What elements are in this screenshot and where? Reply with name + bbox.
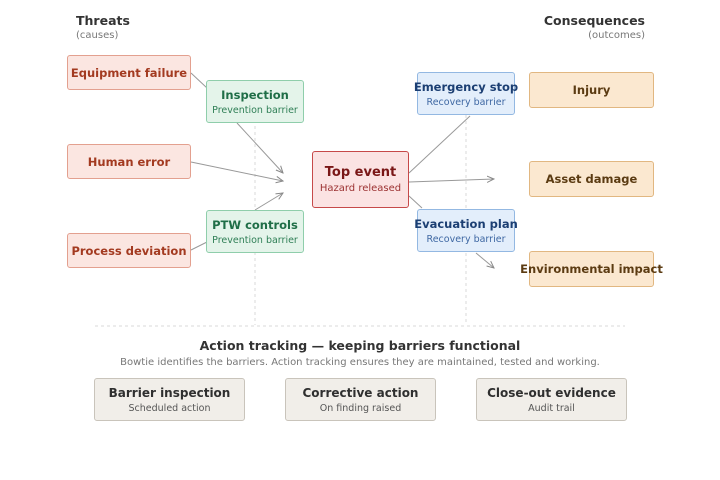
barrier-subtitle: Recovery barrier — [426, 233, 506, 245]
consequence-asset-damage[interactable]: Asset damage — [529, 161, 654, 197]
threat-label: Human error — [87, 154, 171, 169]
action-close-out-evidence[interactable]: Close-out evidence Audit trail — [476, 378, 627, 421]
action-barrier-inspection[interactable]: Barrier inspection Scheduled action — [94, 378, 245, 421]
connector-top-asset — [408, 179, 494, 182]
barrier-inspection[interactable]: Inspection Prevention barrier — [206, 80, 304, 123]
barrier-ptw-controls[interactable]: PTW controls Prevention barrier — [206, 210, 304, 253]
barrier-subtitle: Prevention barrier — [212, 104, 298, 116]
connector-equipment-inspection — [190, 72, 208, 89]
action-title: Barrier inspection — [108, 385, 231, 400]
threats-subtitle: (causes) — [76, 30, 119, 41]
action-subtitle: On finding raised — [319, 402, 402, 414]
connector-inspection-top — [236, 122, 283, 173]
threat-label: Process deviation — [71, 243, 187, 258]
connector-evacuation-env — [475, 252, 494, 268]
threat-equipment-failure[interactable]: Equipment failure — [67, 55, 191, 90]
threat-label: Equipment failure — [70, 65, 188, 80]
threat-human-error[interactable]: Human error — [67, 144, 191, 179]
top-event-subtitle: Hazard released — [319, 183, 402, 194]
action-tracking-title: Action tracking — keeping barriers funct… — [199, 338, 521, 353]
action-title: Corrective action — [302, 385, 419, 400]
barrier-emergency-stop[interactable]: Emergency stop Recovery barrier — [413, 72, 519, 115]
barrier-title: PTW controls — [212, 217, 298, 232]
consequence-label: Asset damage — [545, 172, 638, 186]
threat-process-deviation[interactable]: Process deviation — [67, 233, 191, 268]
consequence-label: Environmental impact — [520, 262, 663, 276]
connector-top-emergency — [408, 115, 471, 174]
consequences-subtitle: (outcomes) — [588, 30, 645, 41]
consequence-injury[interactable]: Injury — [529, 72, 654, 108]
action-subtitle: Audit trail — [528, 402, 575, 414]
barrier-evacuation-plan[interactable]: Evacuation plan Recovery barrier — [414, 209, 518, 252]
barrier-title: Emergency stop — [413, 79, 519, 94]
action-tracking-subtitle: Bowtie identifies the barriers. Action t… — [120, 357, 600, 368]
consequence-label: Injury — [572, 83, 611, 97]
barrier-subtitle: Recovery barrier — [426, 96, 506, 108]
action-title: Close-out evidence — [487, 385, 616, 400]
top-event-title: Top event — [324, 165, 397, 180]
connector-ptw-top — [254, 193, 283, 211]
connector-top-evacuation — [408, 195, 423, 209]
connector-human-top — [190, 161, 283, 181]
action-corrective-action[interactable]: Corrective action On finding raised — [285, 378, 436, 421]
barrier-title: Inspection — [221, 87, 289, 102]
connector-process-ptw — [190, 241, 208, 251]
consequences-title: Consequences — [543, 13, 645, 28]
barrier-subtitle: Prevention barrier — [212, 234, 298, 246]
top-event[interactable]: Top event Hazard released — [312, 151, 409, 208]
barrier-title: Evacuation plan — [414, 216, 518, 231]
threats-title: Threats — [76, 13, 130, 28]
action-subtitle: Scheduled action — [128, 402, 211, 414]
consequence-environmental-impact[interactable]: Environmental impact — [520, 251, 663, 287]
